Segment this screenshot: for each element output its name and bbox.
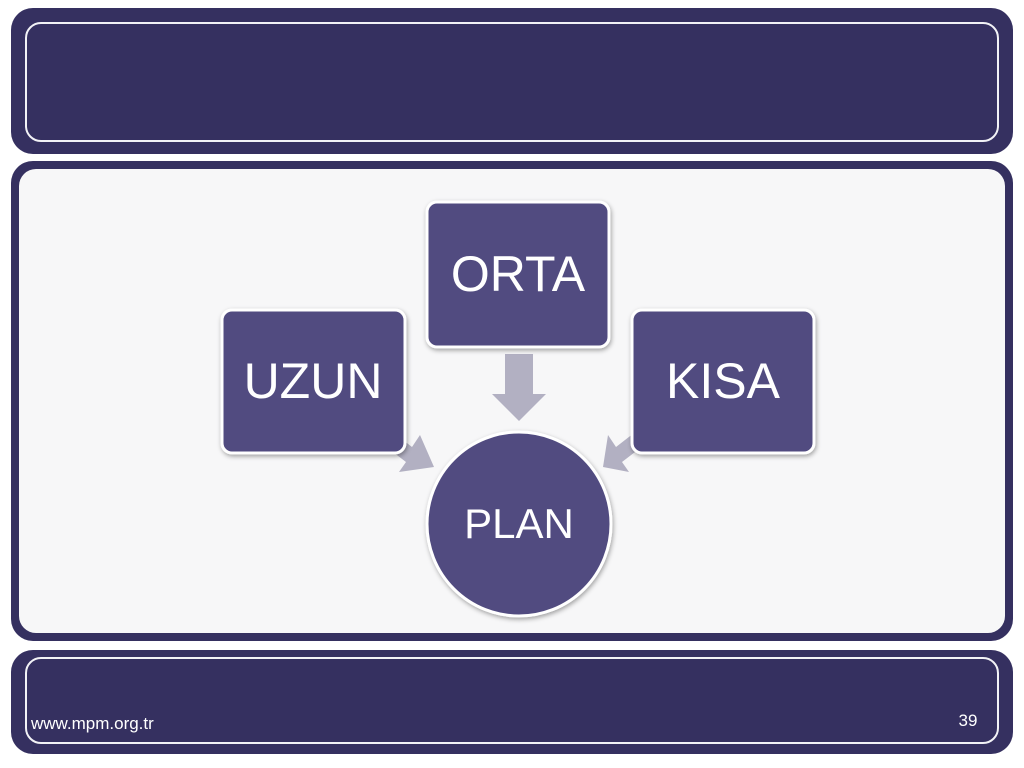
node-uzun-label: UZUN [244, 353, 383, 409]
footer-inner-border [25, 657, 999, 744]
node-orta: ORTA [425, 200, 611, 349]
node-kisa-label: KISA [666, 353, 781, 409]
node-orta-label: ORTA [451, 246, 586, 302]
footer-band [11, 650, 1013, 754]
arrow-kisa-to-plan [603, 433, 639, 472]
node-kisa: KISA [630, 308, 816, 455]
node-uzun: UZUN [220, 308, 407, 455]
header-band [11, 8, 1013, 154]
node-plan: PLAN [425, 430, 613, 618]
arrow-orta-to-plan [492, 354, 546, 421]
header-inner-border [25, 22, 999, 142]
page-number: 39 [958, 711, 978, 730]
node-plan-label: PLAN [464, 500, 574, 547]
footer-url: www.mpm.org.tr [31, 714, 154, 733]
